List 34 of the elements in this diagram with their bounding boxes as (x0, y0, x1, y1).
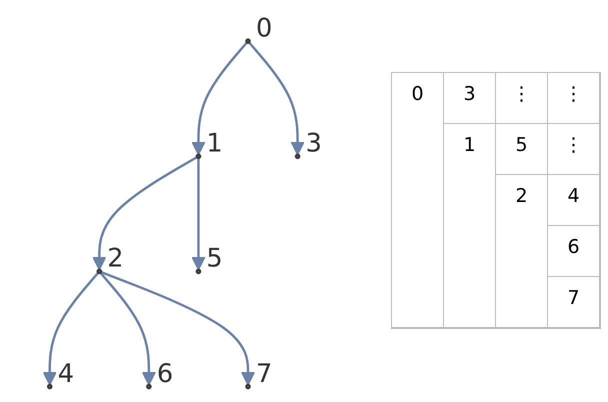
table-cell-text: 2 (515, 185, 528, 207)
arrow (42, 272, 100, 386)
arrow (99, 272, 156, 386)
node-number: 4 (58, 358, 74, 389)
tree-node-circle (294, 154, 300, 160)
table-cell-text: 1 (463, 134, 476, 156)
tree-node-circle (245, 38, 251, 44)
arrow (248, 42, 305, 156)
arrow (92, 156, 198, 270)
table-cell-text: ⋮ (564, 134, 583, 156)
arrow (191, 158, 206, 270)
node-number: 1 (206, 128, 223, 158)
table-cell-text: 3 (463, 83, 476, 105)
tree-node-circle (46, 384, 53, 390)
tree-node-circle (196, 268, 202, 274)
node-number: 3 (306, 128, 322, 158)
tree-node-circle (245, 384, 251, 390)
arrow (191, 42, 248, 156)
table-cell-text: ⋮ (564, 83, 583, 105)
table-cell-text: ⋮ (512, 83, 531, 105)
node-number: 6 (156, 358, 174, 389)
table-cell-text: 4 (567, 185, 580, 207)
node-number: 5 (206, 244, 223, 274)
tree-node-circle (146, 384, 152, 390)
table-cell-text: 5 (515, 134, 528, 156)
tree-node-circle (96, 268, 102, 274)
table-cell-text: 6 (567, 236, 580, 258)
node-number: 0 (256, 13, 272, 44)
node-number: 2 (107, 244, 124, 274)
arrow (100, 270, 256, 386)
table-cell-text: 0 (411, 83, 424, 105)
table-cell-text: 7 (567, 287, 580, 309)
node-number: 7 (256, 358, 272, 389)
tree-node-circle (196, 154, 202, 160)
